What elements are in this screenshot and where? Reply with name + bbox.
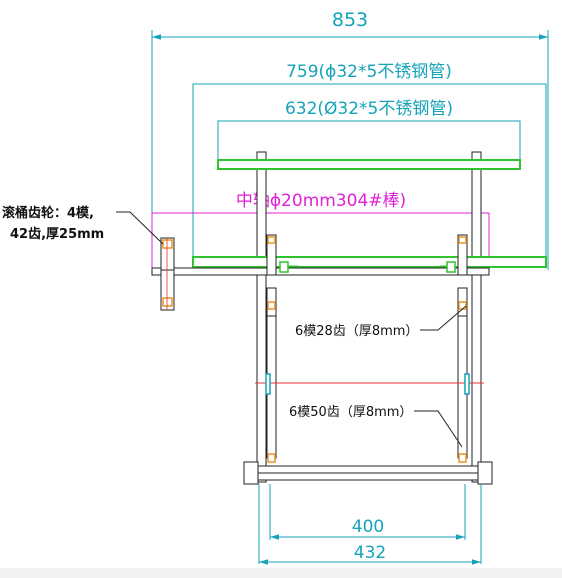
shaft-label: 中轴ϕ20mm304#棒) bbox=[236, 191, 406, 211]
gear-50-label: 6模50齿（厚8mm） bbox=[289, 405, 412, 420]
outer-pipe bbox=[192, 256, 547, 268]
upper-right-bearing bbox=[440, 234, 468, 276]
bottom-axle bbox=[243, 461, 493, 485]
frame-outer-label: 432 bbox=[354, 543, 386, 563]
dimension-432: 432 bbox=[258, 484, 482, 565]
gear-50-markers bbox=[265, 373, 470, 463]
inner-pipe bbox=[217, 159, 521, 170]
frame-inner-label: 400 bbox=[352, 517, 384, 537]
upper-left-bearing bbox=[266, 234, 298, 276]
drum-gear bbox=[160, 237, 175, 311]
gear-28-note: 6模28齿（厚8mm） bbox=[295, 305, 467, 339]
overall-width-label: 853 bbox=[332, 9, 368, 31]
frame-upper bbox=[256, 151, 482, 483]
drum-gear-note-line1: 滚桶齿轮：4模, bbox=[2, 205, 94, 221]
drum-gear-note: 滚桶齿轮：4模, 42齿,厚25mm bbox=[2, 205, 164, 245]
shaft-bar bbox=[151, 267, 490, 276]
gear-28-label: 6模28齿（厚8mm） bbox=[295, 324, 418, 339]
inner-pipe-label: 632(Ø32*5不锈钢管) bbox=[285, 99, 453, 119]
drum-gear-note-line2: 42齿,厚25mm bbox=[10, 226, 104, 242]
dimension-400: 400 bbox=[269, 484, 466, 540]
gear-28-left bbox=[266, 287, 277, 317]
bottom-strip bbox=[0, 568, 562, 578]
outer-pipe-label: 759(ϕ32*5不锈钢管) bbox=[286, 62, 452, 82]
gear-50-note: 6模50齿（厚8mm） bbox=[289, 405, 463, 448]
